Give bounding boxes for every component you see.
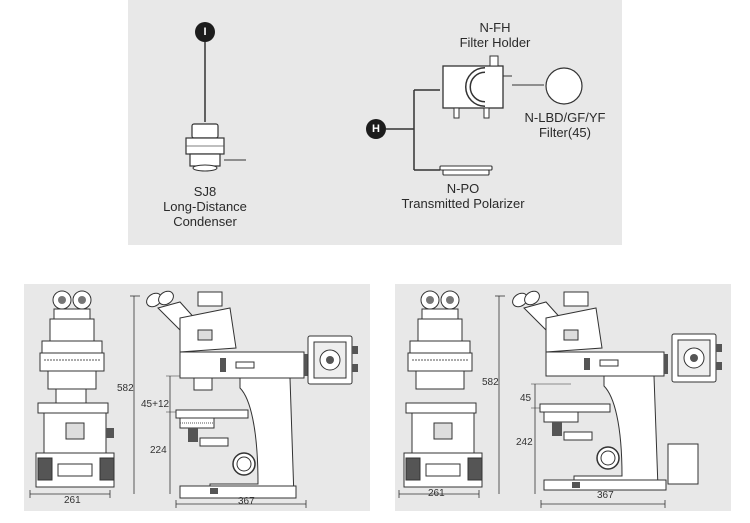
- condenser-name-line1: Long-Distance: [163, 199, 247, 214]
- badge-i: I: [195, 22, 215, 42]
- condenser-illustration: [185, 42, 246, 172]
- bracket-lines: [386, 89, 440, 171]
- dim-left-side-width: 367: [238, 496, 255, 507]
- filter-holder-illustration: [442, 55, 512, 119]
- filter-name: Filter(45): [538, 125, 591, 140]
- filter-illustration: [545, 67, 583, 105]
- dim-right-upper-height: 45: [520, 393, 532, 404]
- dim-right-total-height: 582: [482, 377, 499, 388]
- dim-left-stage-height: 224: [150, 445, 167, 456]
- dim-right-side-width: 367: [597, 490, 614, 501]
- microscope-side-right: [512, 290, 722, 491]
- filter-holder-model: N-FH: [479, 20, 511, 35]
- dim-right-front-width: 261: [428, 488, 445, 499]
- dim-left-total-height: 582: [117, 383, 134, 394]
- microscope-front-right: [403, 290, 483, 488]
- microscope-side-left: [146, 290, 358, 499]
- condenser-model: SJ8: [193, 184, 217, 199]
- polarizer-name: Transmitted Polarizer: [401, 196, 525, 211]
- microscope-front-left: [35, 290, 115, 488]
- dim-left-front-width: 261: [64, 495, 81, 506]
- filter-model: N-LBD/GF/YF: [524, 110, 606, 125]
- dim-right-stage-height: 242: [516, 437, 533, 448]
- polarizer-illustration: [439, 165, 493, 176]
- condenser-name-line2: Condenser: [173, 214, 237, 229]
- dim-lines-left: [29, 295, 307, 508]
- badge-h: H: [366, 119, 386, 139]
- filter-holder-leader: [512, 84, 544, 86]
- dim-left-upper-height: 45+12: [141, 399, 170, 410]
- polarizer-model: N-PO: [446, 181, 480, 196]
- filter-holder-name: Filter Holder: [459, 35, 531, 50]
